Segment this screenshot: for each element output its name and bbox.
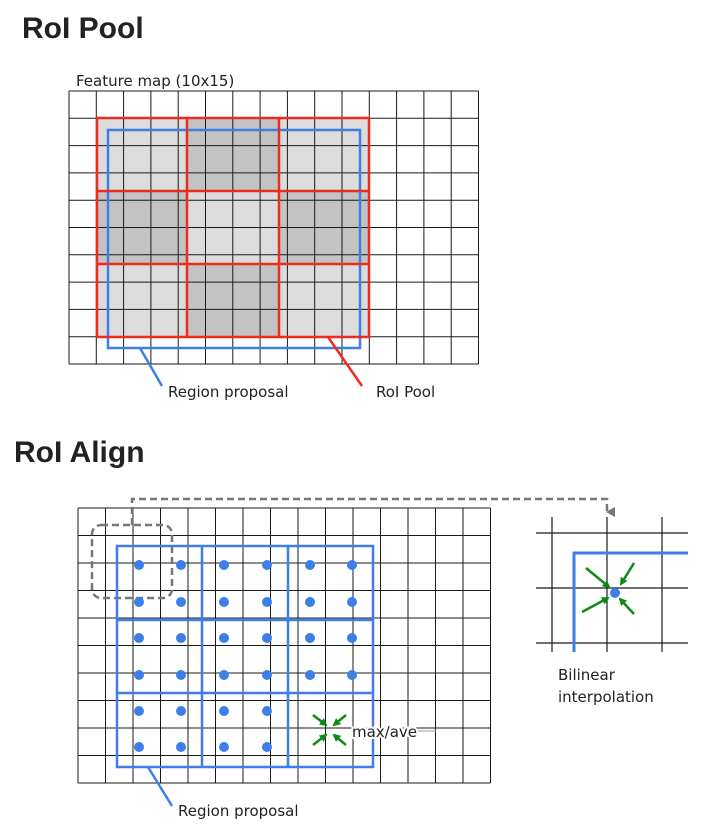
pool-bin-fill	[97, 264, 187, 337]
roi-pool-pointer	[326, 336, 364, 387]
pool-arrow	[312, 733, 328, 746]
sample-point	[134, 597, 144, 607]
zoom-region-box	[90, 523, 174, 600]
sample-point	[219, 597, 229, 607]
sample-point	[262, 597, 272, 607]
sample-point	[219, 560, 229, 570]
sample-point	[219, 742, 229, 752]
roi-align-title: RoI Align	[14, 436, 145, 469]
sample-points	[134, 560, 357, 752]
sample-point	[262, 633, 272, 643]
sample-point	[305, 597, 315, 607]
interp-arrow	[581, 596, 610, 614]
inset-label-line1: Bilinear	[558, 666, 616, 684]
sample-point	[134, 706, 144, 716]
region-proposal-pointer	[146, 766, 174, 807]
sample-point	[262, 706, 272, 716]
sample-point	[347, 633, 357, 643]
feature-map-label: Feature map (10x15)	[76, 72, 234, 90]
sample-point	[262, 670, 272, 680]
zoom-connector-arrow	[130, 497, 615, 525]
inset-label-line2: interpolation	[558, 688, 654, 706]
sample-point	[176, 706, 186, 716]
region-proposal-pointer	[138, 347, 164, 387]
sample-point	[305, 633, 315, 643]
sample-point	[134, 670, 144, 680]
sample-point	[305, 670, 315, 680]
sample-point	[305, 560, 315, 570]
sample-point	[176, 742, 186, 752]
pool-arrow	[332, 714, 347, 727]
region-corner	[572, 551, 688, 652]
sample-point	[219, 633, 229, 643]
region-proposal-box	[115, 544, 375, 769]
region-proposal-label-align: Region proposal	[178, 802, 299, 820]
sample-point	[176, 597, 186, 607]
sample-point	[219, 706, 229, 716]
interp-arrow	[585, 567, 611, 589]
sample-point	[262, 742, 272, 752]
pool-arrow	[332, 733, 347, 746]
interp-arrow	[619, 562, 636, 586]
sample-point	[347, 560, 357, 570]
region-proposal-label: Region proposal	[168, 383, 289, 401]
roi-pool-title: RoI Pool	[22, 12, 144, 45]
roi-pool-bins	[95, 116, 371, 339]
pool-arrow	[312, 714, 328, 727]
sample-point	[176, 633, 186, 643]
roi-pool-outline	[95, 116, 371, 339]
interp-arrow	[618, 597, 635, 615]
sample-point	[134, 560, 144, 570]
pooling-arrows	[312, 714, 347, 746]
sample-point	[134, 742, 144, 752]
pool-bin-fill	[279, 264, 369, 337]
roi-align-bins	[115, 544, 375, 769]
region-proposal-box	[106, 128, 362, 350]
sample-point	[176, 560, 186, 570]
inset-grid	[536, 517, 688, 652]
roi-pool-diagram: Feature map (10x15) Region proposal RoI …	[68, 72, 479, 401]
sample-point	[134, 633, 144, 643]
roi-align-diagram: max/ave Region proposal Bilinear interpo	[77, 497, 688, 820]
sample-point	[219, 670, 229, 680]
sample-point	[347, 670, 357, 680]
interpolation-arrows	[581, 562, 636, 615]
bilinear-inset: Bilinear interpolation	[536, 517, 688, 706]
roi-pool-label: RoI Pool	[376, 383, 435, 401]
sample-point	[262, 560, 272, 570]
pooling-label: max/ave	[352, 723, 417, 741]
interpolated-point	[610, 588, 620, 598]
feature-map-grid	[77, 507, 491, 784]
sample-point	[347, 597, 357, 607]
sample-point	[176, 670, 186, 680]
